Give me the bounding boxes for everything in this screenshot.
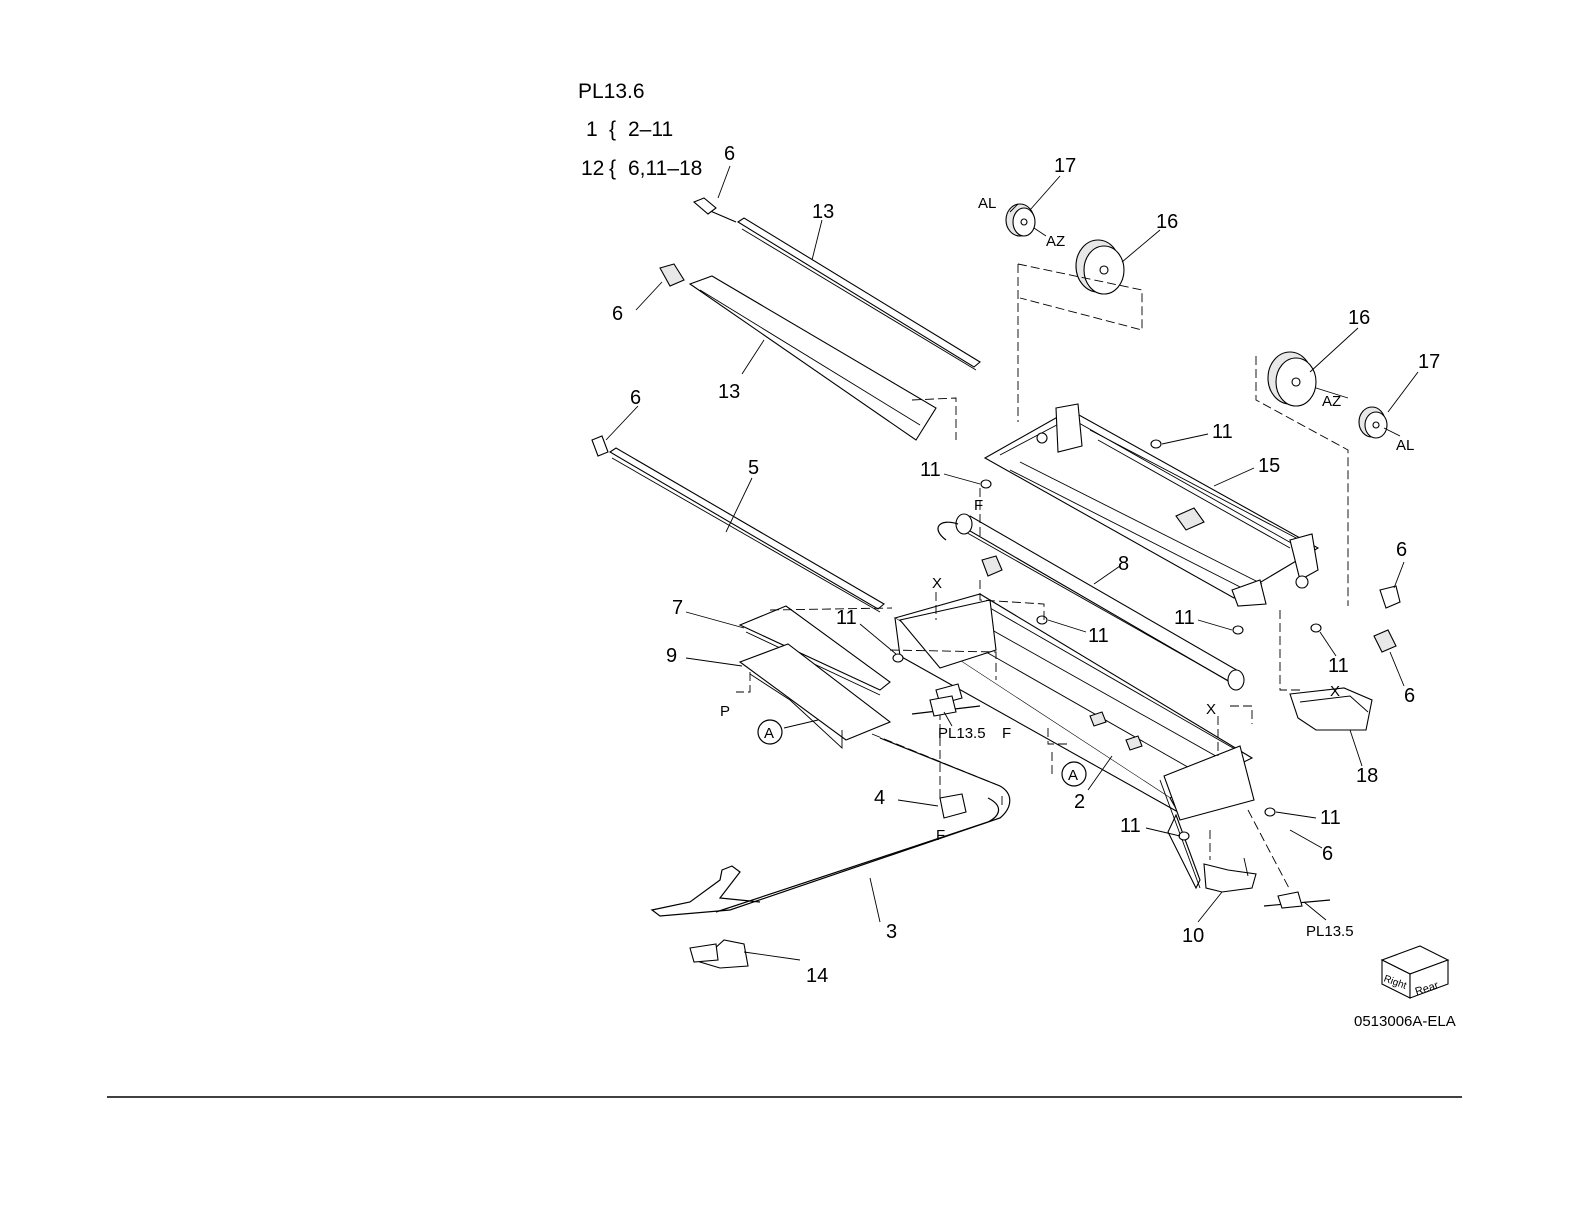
- header-legend: PL13.6 1 { 2–11 12 { 6,11–18: [578, 80, 702, 180]
- callout-6-bottom: 6: [1322, 843, 1333, 865]
- callout-x-left: X: [932, 575, 942, 592]
- brace-1: {: [609, 118, 616, 141]
- callout-11-e: 11: [1174, 607, 1195, 629]
- callout-pl135-left: PL13.5: [938, 725, 986, 742]
- callout-p: P: [720, 703, 730, 720]
- shaft-5: [592, 436, 884, 612]
- callout-8: 8: [1118, 553, 1129, 575]
- gear-16-right: [1268, 352, 1316, 406]
- callout-11-g: 11: [1120, 815, 1141, 837]
- callout-11-d: 11: [1088, 625, 1109, 647]
- callout-x-right: X: [1330, 683, 1340, 700]
- callout-11-a: 11: [920, 459, 941, 481]
- callout-az-left: AZ: [1046, 233, 1065, 250]
- callout-5: 5: [748, 457, 759, 479]
- gear-17-right: [1359, 407, 1387, 438]
- callout-3: 3: [886, 921, 897, 943]
- assembly-1-number: 1: [586, 118, 598, 141]
- circle-a-left-label: A: [764, 725, 774, 742]
- callout-17-right: 17: [1418, 351, 1440, 373]
- assembly-2-number: 12: [581, 157, 604, 180]
- callout-18: 18: [1356, 765, 1378, 787]
- callout-11-c: 11: [836, 607, 857, 629]
- shaft-13-lower: [660, 264, 936, 440]
- circle-a-right-label: A: [1068, 767, 1078, 784]
- clip-6-right-upper: [1380, 586, 1400, 608]
- callout-f-lower: F: [936, 827, 945, 844]
- clip-6-right-lower: [1374, 630, 1396, 652]
- callout-6-top: 6: [724, 143, 735, 165]
- callout-6-right-lower: 6: [1404, 685, 1415, 707]
- callout-2: 2: [1074, 791, 1085, 813]
- figure-code: 0513006A-ELA: [1354, 1013, 1456, 1030]
- upper-frame-15: [985, 404, 1318, 606]
- callout-17-left: 17: [1054, 155, 1076, 177]
- callout-6-mid: 6: [612, 303, 623, 325]
- callout-11-h: 11: [1320, 807, 1341, 829]
- callout-al-right: AL: [1396, 437, 1414, 454]
- plate-number: PL13.6: [578, 80, 645, 103]
- callout-16-right: 16: [1348, 307, 1370, 329]
- plate-9: [736, 644, 890, 748]
- callout-4: 4: [874, 787, 885, 809]
- callout-10: 10: [1182, 925, 1204, 947]
- gear-16-left: [1076, 240, 1124, 294]
- bracket-10: [1204, 858, 1256, 892]
- callout-11-b: 11: [1212, 421, 1233, 443]
- callout-al-left: AL: [978, 195, 996, 212]
- callout-6-right-upper: 6: [1396, 539, 1407, 561]
- callout-9: 9: [666, 645, 677, 667]
- callout-f-upper: F: [974, 497, 983, 514]
- callout-f-mid: F: [1002, 725, 1011, 742]
- callout-11-f: 11: [1328, 655, 1349, 677]
- callout-15: 15: [1258, 455, 1280, 477]
- callout-14: 14: [806, 965, 828, 987]
- callout-13-lower: 13: [718, 381, 740, 403]
- callout-6-left: 6: [630, 387, 641, 409]
- callout-7: 7: [672, 597, 683, 619]
- orientation-cube-icon: Right Rear: [1382, 946, 1448, 998]
- assembly-2-range: 6,11–18: [628, 157, 702, 180]
- callout-az-right: AZ: [1322, 393, 1341, 410]
- harness-3: [652, 738, 1010, 968]
- callout-13-upper: 13: [812, 201, 834, 223]
- shaft-13-upper: [694, 198, 980, 370]
- callout-16-left: 16: [1156, 211, 1178, 233]
- callout-x-mid: X: [1206, 701, 1216, 718]
- assembly-1-range: 2–11: [628, 118, 673, 141]
- callout-pl135-right: PL13.5: [1306, 923, 1354, 940]
- brace-2: {: [609, 157, 616, 180]
